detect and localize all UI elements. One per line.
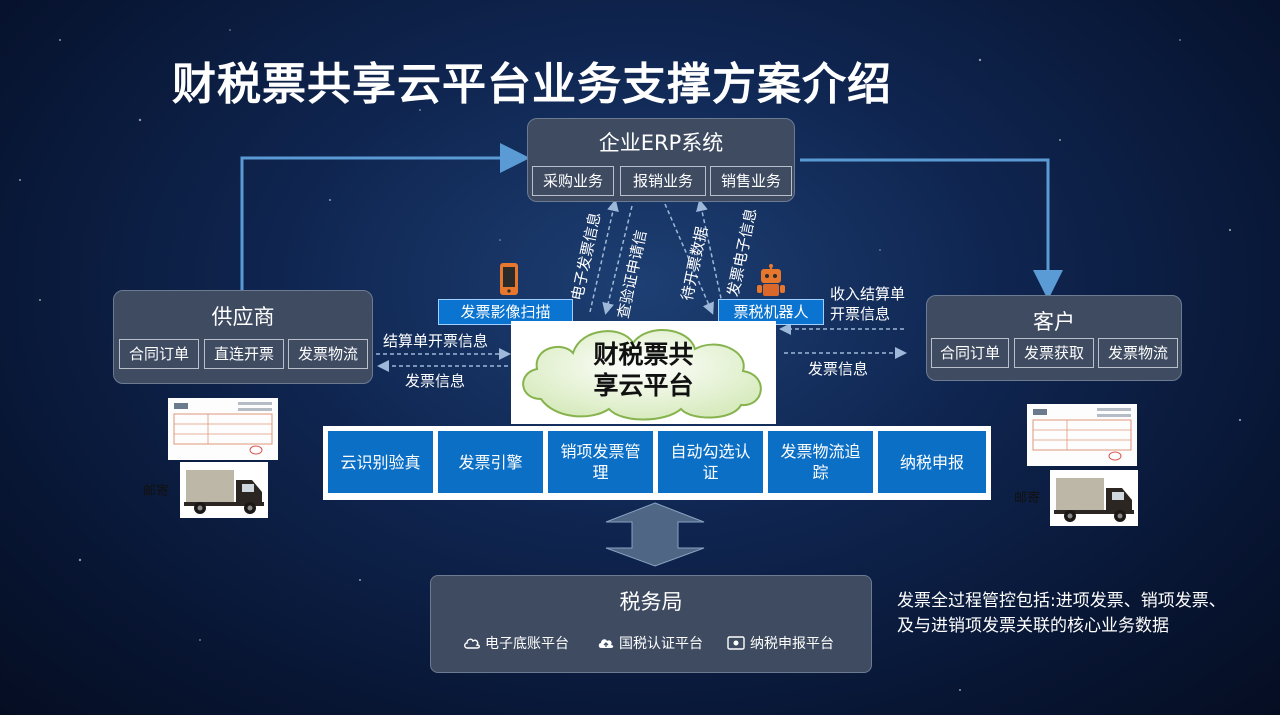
flow-label-income-settlement-1: 收入结算单 xyxy=(830,285,906,303)
tax-item-declare-label: 纳税申报平台 xyxy=(750,636,834,652)
mail-label-right: 邮寄 xyxy=(1014,491,1041,506)
flow-label-settlement-invoice: 结算单开票信息 xyxy=(383,332,489,350)
customer-box: 客户 合同订单 发票获取 发票物流 xyxy=(926,295,1182,381)
cloud-sync-icon xyxy=(464,638,480,649)
supplier-box: 供应商 合同订单 直连开票 发票物流 xyxy=(113,290,373,384)
tax-item-certify-label: 国税认证平台 xyxy=(619,636,703,652)
supplier-item-logistics: 发票物流 xyxy=(288,339,368,369)
module-cloud-verify: 云识别验真 xyxy=(328,431,433,493)
platform-cloud: 财税票共 享云平台 xyxy=(511,321,776,424)
customer-item-logistics: 发票物流 xyxy=(1098,338,1178,368)
erp-item-purchase: 采购业务 xyxy=(532,166,614,196)
module-logistics-tracking: 发票物流追踪 xyxy=(768,431,873,493)
page-title: 财税票共享云平台业务支撑方案介绍 xyxy=(172,59,892,110)
phone-icon xyxy=(500,263,518,295)
platform-name-line2: 享云平台 xyxy=(593,371,694,400)
mail-label-left: 邮寄 xyxy=(143,484,170,499)
supplier-item-direct-invoice: 直连开票 xyxy=(204,339,284,369)
module-output-invoice: 销项发票管理 xyxy=(548,431,653,493)
robot-icon xyxy=(757,264,785,296)
erp-item-reimburse: 报销业务 xyxy=(620,166,706,196)
invoice-scan-label: 发票影像扫描 xyxy=(438,299,573,325)
tax-bureau-box: 税务局 电子底账平台 国税认证平台 纳税申报平台 xyxy=(430,575,872,673)
supplier-item-contract: 合同订单 xyxy=(119,339,199,369)
delivery-truck-icon-right xyxy=(1050,470,1138,526)
tax-item-declare: 纳税申报平台 xyxy=(727,633,834,653)
module-invoice-engine: 发票引擎 xyxy=(438,431,543,493)
customer-title: 客户 xyxy=(1033,310,1075,334)
module-auto-certify: 自动勾选认证 xyxy=(658,431,763,493)
flow-label-invoice-info-right: 发票信息 xyxy=(808,360,869,378)
erp-title: 企业ERP系统 xyxy=(598,131,724,155)
invoice-document-icon xyxy=(168,398,278,460)
cloud-upload-icon xyxy=(598,639,614,648)
flow-label-income-settlement-2: 开票信息 xyxy=(830,305,891,323)
modules-tax-double-arrow xyxy=(605,502,705,567)
tax-robot-label: 票税机器人 xyxy=(718,299,824,325)
erp-system-box: 企业ERP系统 采购业务 报销业务 销售业务 xyxy=(527,118,795,202)
platform-name-line1: 财税票共 xyxy=(593,340,694,369)
tax-item-ledger: 电子底账平台 xyxy=(463,633,569,653)
monitor-icon xyxy=(727,636,745,650)
invoice-control-note: 发票全过程管控包括:进项发票、销项发票、及与进销项发票关联的核心业务数据 xyxy=(897,591,1226,636)
erp-to-customer-arrow xyxy=(800,158,1063,300)
invoice-document-icon-right xyxy=(1027,404,1137,466)
erp-item-sales: 销售业务 xyxy=(710,166,792,196)
flow-label-invoice-info-left: 发票信息 xyxy=(405,372,466,390)
platform-modules-row: 云识别验真 发票引擎 销项发票管理 自动勾选认证 发票物流追踪 纳税申报 xyxy=(323,426,991,500)
delivery-truck-icon xyxy=(180,462,268,518)
module-tax-declaration: 纳税申报 xyxy=(878,431,986,493)
tax-item-certify: 国税认证平台 xyxy=(597,633,703,653)
customer-item-invoice-obtain: 发票获取 xyxy=(1014,338,1094,368)
customer-item-contract: 合同订单 xyxy=(931,338,1009,368)
cloud-icon xyxy=(522,329,762,421)
supplier-to-erp-arrow xyxy=(240,143,530,290)
supplier-title: 供应商 xyxy=(211,305,275,329)
tax-item-ledger-label: 电子底账平台 xyxy=(485,636,569,652)
tax-bureau-title: 税务局 xyxy=(619,590,683,614)
